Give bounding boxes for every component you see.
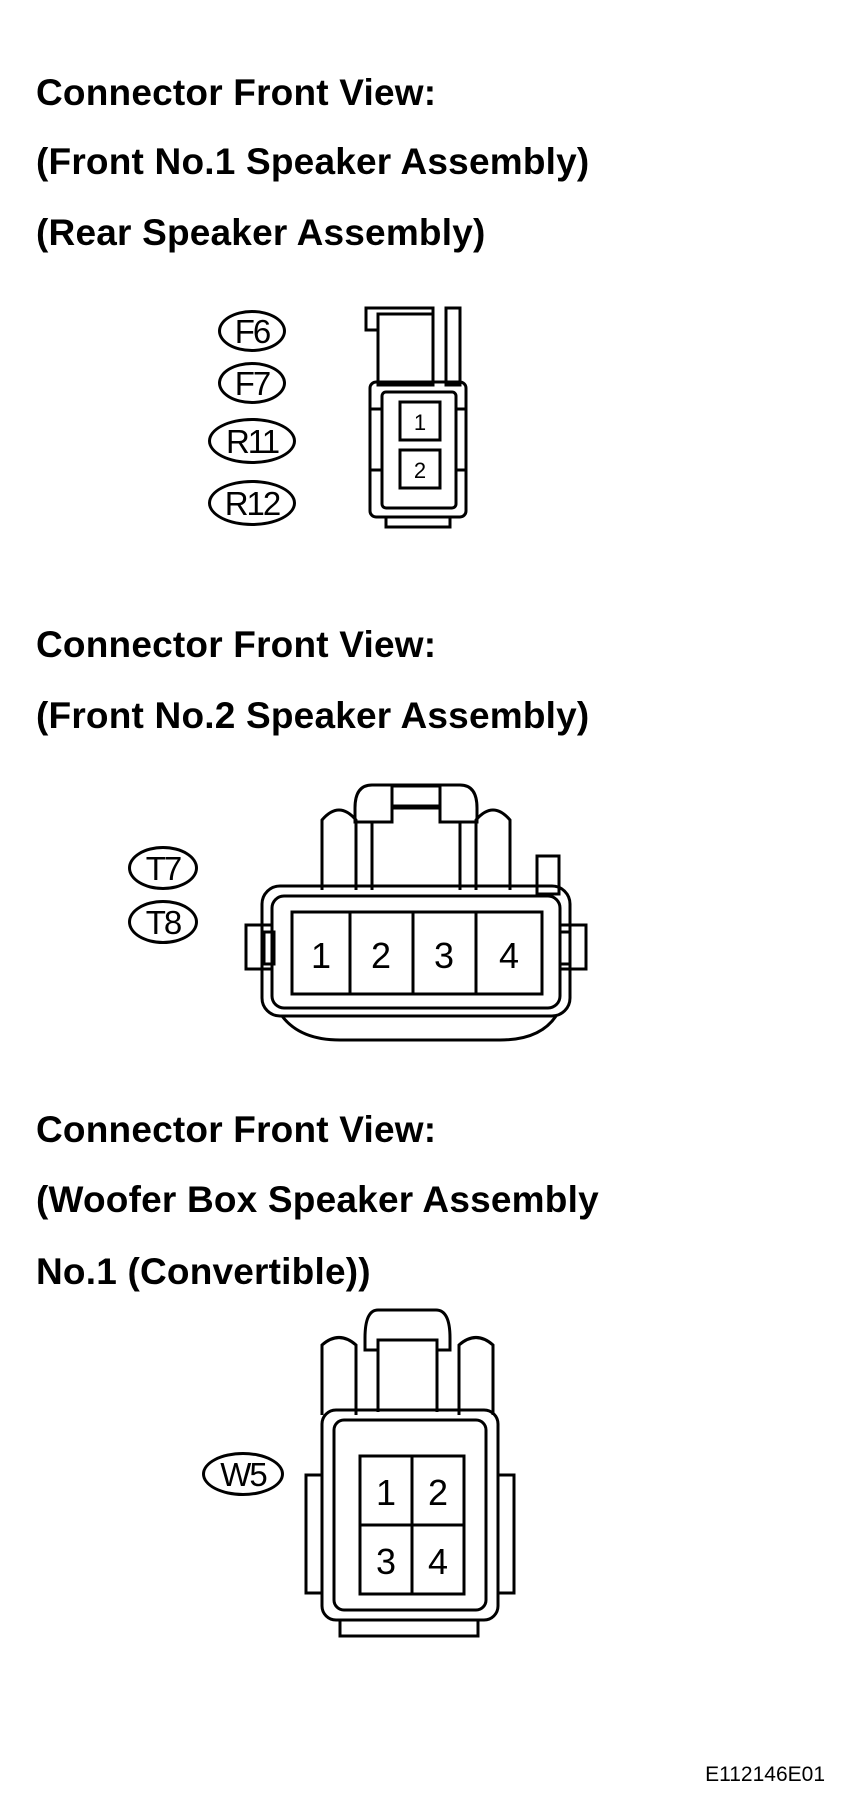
connector-label-w5: W5 bbox=[202, 1452, 284, 1496]
section1-heading-line1: Connector Front View: bbox=[36, 72, 437, 113]
pin-1: 1 bbox=[311, 935, 331, 976]
section2-heading-line1: Connector Front View: bbox=[36, 624, 437, 665]
section1-heading-line3: (Rear Speaker Assembly) bbox=[36, 212, 486, 253]
connector-label-f7: F7 bbox=[218, 362, 286, 404]
pin-2: 2 bbox=[428, 1472, 448, 1513]
connector-label-r11: R11 bbox=[208, 418, 296, 464]
connector-label-f6: F6 bbox=[218, 310, 286, 352]
figure-code: E112146E01 bbox=[705, 1763, 825, 1786]
pin-3: 3 bbox=[376, 1541, 396, 1582]
section3-heading-line2: (Woofer Box Speaker Assembly bbox=[36, 1179, 599, 1220]
pin-4: 4 bbox=[499, 935, 519, 976]
pin-3: 3 bbox=[434, 935, 454, 976]
section3-heading-line1: Connector Front View: bbox=[36, 1109, 437, 1150]
connector-label-r12: R12 bbox=[208, 480, 296, 526]
pin-2: 2 bbox=[371, 935, 391, 976]
pin-1: 1 bbox=[414, 410, 426, 435]
connector-label-t8: T8 bbox=[128, 900, 198, 944]
section2-heading-line2: (Front No.2 Speaker Assembly) bbox=[36, 695, 590, 736]
section3-heading-line3: No.1 (Convertible)) bbox=[36, 1251, 371, 1292]
pin-2: 2 bbox=[414, 458, 426, 483]
pin-4: 4 bbox=[428, 1541, 448, 1582]
connector-label-t7: T7 bbox=[128, 846, 198, 890]
section1-heading-line2: (Front No.1 Speaker Assembly) bbox=[36, 141, 590, 182]
pin-1: 1 bbox=[376, 1472, 396, 1513]
